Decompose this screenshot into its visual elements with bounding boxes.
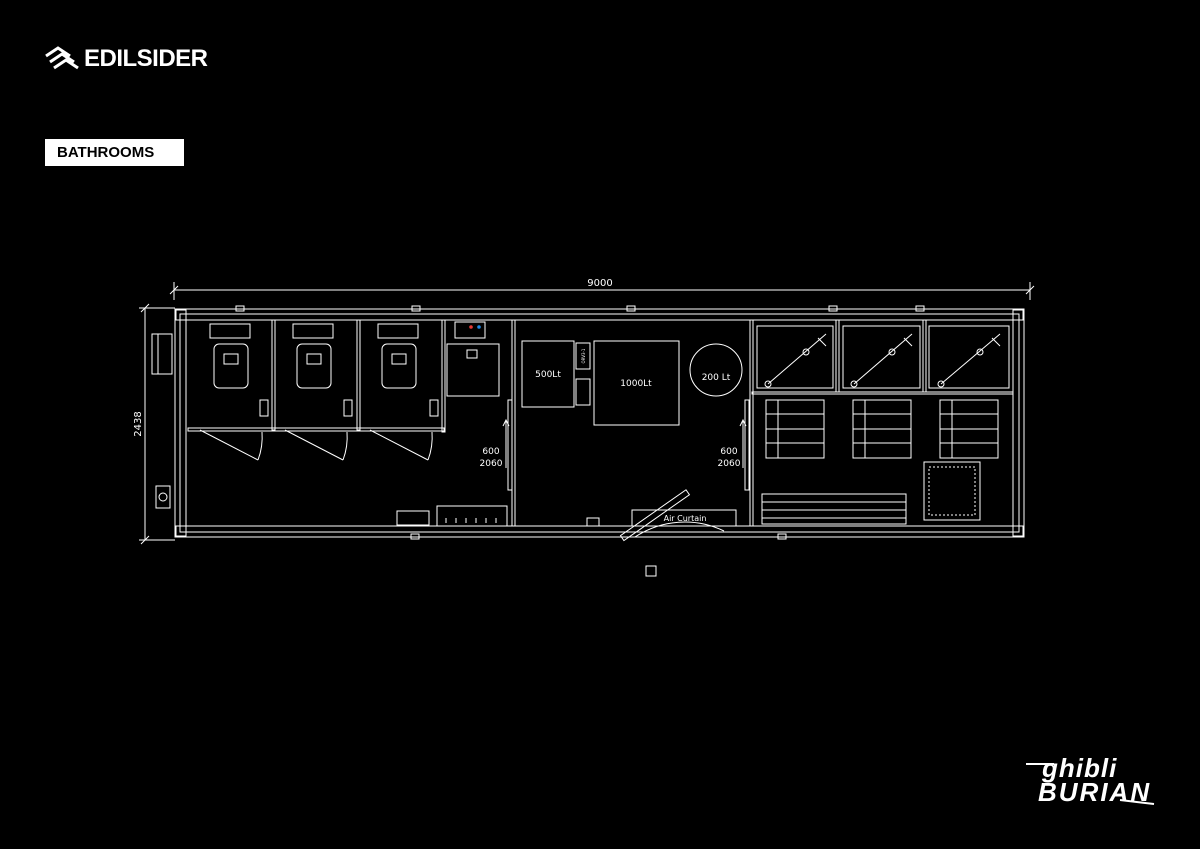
toilet-cubicles [199, 321, 508, 527]
small-box-label: ORV3-1 [581, 348, 586, 363]
section-tag: BATHROOMS [45, 139, 184, 166]
air-curtain-label: Air Curtain [664, 514, 707, 523]
partner-line2: BURIAN [1038, 777, 1152, 807]
partner-line1: ghibli [1042, 753, 1118, 783]
partitions [187, 319, 1014, 527]
hot-tap-icon [469, 325, 473, 329]
locker-icon [852, 399, 912, 459]
tank-200-label: 200 Lt [702, 373, 731, 383]
window-right-top-label: 600 [720, 447, 737, 457]
shower-icon [842, 325, 921, 389]
cold-tap-icon [477, 325, 481, 329]
drain-box [923, 461, 981, 521]
door-swing-icon [199, 429, 263, 461]
toilet-icon [209, 323, 269, 417]
locker-icon [765, 399, 825, 459]
window-right-bottom-label: 2060 [718, 459, 741, 469]
outer-walls [151, 305, 1025, 540]
window-left-top-label: 600 [482, 447, 499, 457]
tank-1000-label: 1000Lt [620, 379, 652, 389]
edilsider-wave-icon [45, 46, 79, 70]
dimension-width: 2438 [133, 303, 175, 545]
locker-icon [939, 399, 999, 459]
dimension-width-label: 2438 [133, 411, 144, 436]
dimension-length-label: 9000 [587, 278, 612, 289]
toilet-icon [292, 323, 353, 417]
dimension-length: 9000 [169, 278, 1035, 300]
door-swing-icon [369, 429, 433, 461]
shower-icon [756, 325, 834, 389]
window-annotation-right: 600 2060 [718, 399, 750, 491]
edilsider-logo: EDILSIDER [44, 44, 208, 74]
locker-units [761, 399, 999, 525]
toilet-icon [377, 323, 439, 417]
tank-200 [689, 343, 743, 397]
shower-cubicles [756, 325, 1010, 389]
swoosh-icon [1026, 763, 1155, 805]
brand-name: EDILSIDER [84, 45, 208, 72]
bench [761, 493, 907, 525]
door-swing-icon [284, 429, 348, 461]
tank-room: 500Lt ORV3-1 1000Lt 200 Lt Air Curtain [521, 340, 743, 527]
shower-icon [928, 325, 1010, 389]
window-left-bottom-label: 2060 [480, 459, 503, 469]
tank-1000 [593, 340, 680, 426]
tank-500-label: 500Lt [535, 370, 561, 380]
tank-500 [521, 340, 575, 408]
window-annotation-left: 600 2060 [480, 399, 513, 491]
ghibli-burian-logo: ghibli BURIAN [1020, 754, 1160, 810]
sink-unit [446, 343, 500, 397]
air-curtain [631, 509, 737, 527]
entrance-door-icon [619, 489, 725, 577]
